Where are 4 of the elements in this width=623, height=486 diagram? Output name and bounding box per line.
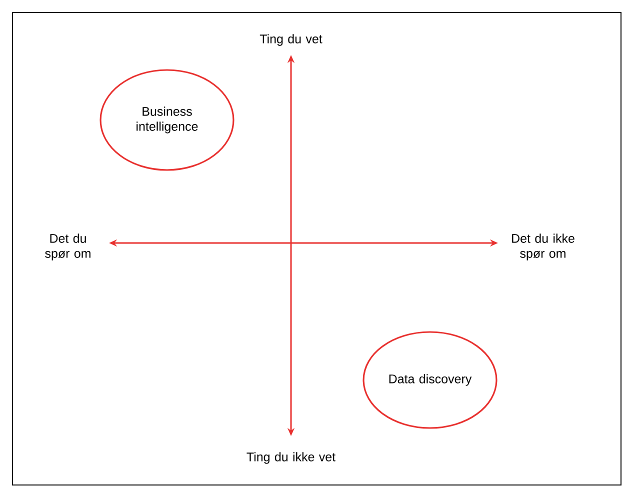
- axis-label: Ting du vet: [260, 34, 322, 46]
- axis-label: Det du spør om: [45, 234, 90, 260]
- axis-label: Det du ikke spør om: [512, 234, 574, 260]
- axis-label: Ting du ikke vet: [246, 452, 336, 464]
